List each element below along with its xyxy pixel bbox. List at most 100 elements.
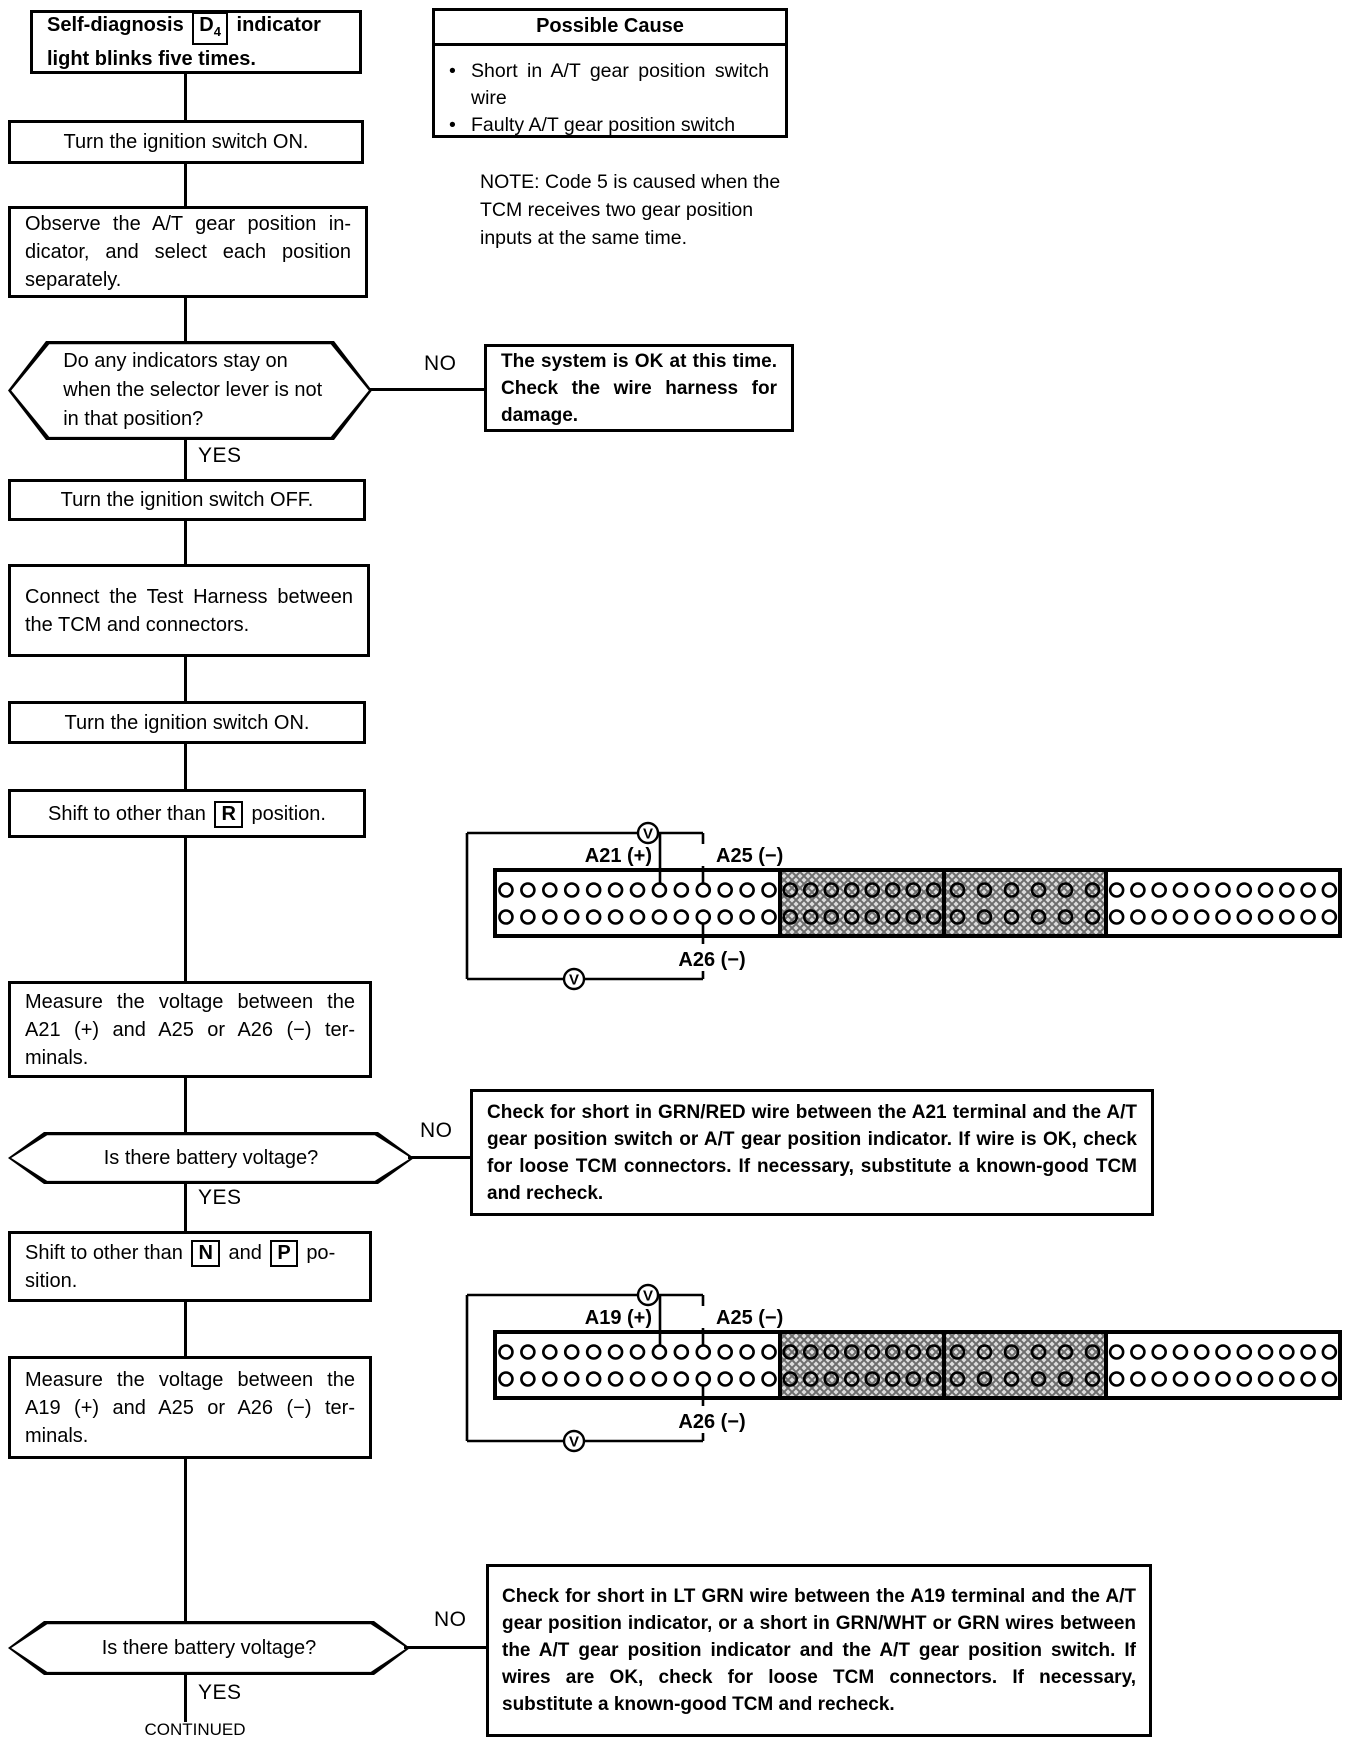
pin [520, 1371, 536, 1387]
no-label: NO [434, 1608, 467, 1631]
pin [1215, 1344, 1231, 1360]
pin [1030, 1344, 1047, 1360]
pin [1279, 882, 1295, 898]
pin [864, 1371, 881, 1387]
pin [607, 1371, 624, 1387]
step-ignition-off: Turn the ignition switch OFF. [8, 479, 366, 521]
connector-section [493, 868, 782, 938]
pin [498, 909, 514, 925]
pin [1030, 909, 1047, 925]
pin [717, 882, 733, 898]
possible-cause-panel: Possible Cause • Short in A/T gear posit… [432, 8, 788, 138]
pin [884, 909, 901, 925]
positive-terminal-label: A19 (+) [585, 1307, 652, 1329]
pin [739, 909, 755, 925]
pin [1084, 1344, 1101, 1360]
pin [905, 909, 922, 925]
pin [542, 909, 558, 925]
pin [884, 882, 901, 898]
step-ignition-on-2: Turn the ignition switch ON. [8, 701, 366, 744]
step-ignition-on-1: Turn the ignition switch ON. [8, 120, 364, 164]
pin [498, 1344, 514, 1360]
pin [563, 1344, 580, 1360]
pin [1236, 1371, 1253, 1387]
pin [1236, 882, 1253, 898]
decision-indicators-stay-on: Do any indicators stay on when the selec… [8, 341, 372, 440]
pin [1003, 1371, 1020, 1387]
pin [1151, 1344, 1167, 1360]
pin [1003, 882, 1020, 898]
pin [1108, 882, 1125, 898]
pin [651, 1344, 668, 1360]
pin [976, 1371, 993, 1387]
pin [823, 882, 840, 898]
pin [563, 909, 580, 925]
pin [1172, 909, 1189, 925]
no-label: NO [420, 1119, 453, 1142]
pin [651, 882, 668, 898]
no-branch-line [404, 1646, 488, 1649]
yes-label: YES [198, 444, 242, 467]
pin [905, 1371, 922, 1387]
pin [1300, 1344, 1316, 1360]
pin [629, 882, 646, 898]
pin [1193, 882, 1210, 898]
continued-label: CONTINUED [144, 1720, 246, 1739]
voltmeter-symbol: V [643, 1288, 653, 1305]
pin [1279, 1371, 1295, 1387]
pin [651, 1371, 668, 1387]
pin [925, 882, 942, 898]
positive-terminal-label: A21 (+) [585, 845, 652, 867]
pin [520, 1344, 536, 1360]
pin [761, 1371, 777, 1387]
pin [1108, 909, 1125, 925]
possible-cause-item: • Faulty A/T gear position switch [449, 112, 769, 139]
result-system-ok: The system is OK at this time. Check the… [484, 344, 794, 432]
decision-battery-voltage-1: Is there battery voltage? [8, 1132, 414, 1184]
no-branch-line [370, 388, 484, 391]
step-measure-a19-voltage: Measure the voltage between the A19 (+) … [8, 1356, 372, 1459]
pin [1215, 1371, 1231, 1387]
bullet-icon: • [449, 60, 456, 82]
pin [1084, 909, 1101, 925]
yes-label: YES [198, 1186, 242, 1209]
pin [823, 1371, 840, 1387]
pin [1084, 882, 1101, 898]
pin [1057, 882, 1074, 898]
pin [1257, 909, 1274, 925]
connector-section-hatched [778, 868, 946, 938]
pin [1151, 882, 1167, 898]
pin [739, 1371, 755, 1387]
pin [1236, 909, 1253, 925]
r-position-key: R [214, 800, 243, 828]
pin [542, 1344, 558, 1360]
no-label: NO [424, 352, 457, 375]
no-branch-line [408, 1156, 472, 1159]
pin [864, 909, 881, 925]
pin [1300, 882, 1316, 898]
pin [673, 1344, 690, 1360]
pin [629, 1344, 646, 1360]
pin [1193, 1371, 1210, 1387]
pin [782, 909, 799, 925]
pin [585, 909, 602, 925]
pin [498, 882, 514, 898]
pin [563, 882, 580, 898]
pin [498, 1371, 514, 1387]
pin [717, 909, 733, 925]
pin [782, 1344, 799, 1360]
pin [1130, 882, 1146, 898]
pin [717, 1344, 733, 1360]
pin [520, 909, 536, 925]
pin [1030, 882, 1047, 898]
pin [925, 1344, 942, 1360]
connector-section [1104, 1330, 1342, 1400]
pin [1030, 1371, 1047, 1387]
voltmeter-symbol: V [643, 826, 653, 843]
pin [823, 1344, 840, 1360]
pin [1130, 1344, 1146, 1360]
pin [925, 1371, 942, 1387]
